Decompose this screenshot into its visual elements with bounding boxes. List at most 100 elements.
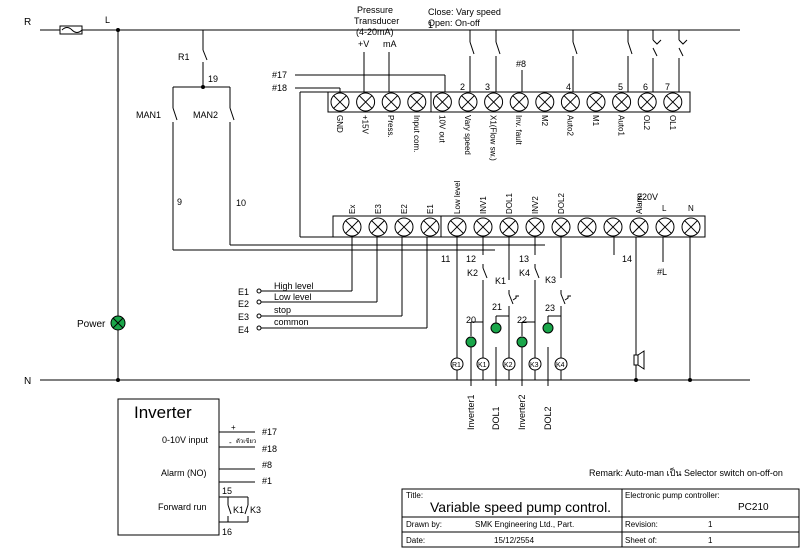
supply-rails: R L 1 N xyxy=(24,15,750,387)
electrode-label-e4: common xyxy=(274,317,309,327)
bottom-terminal-label-1: E3 xyxy=(374,204,383,214)
output-label-3: DOL2 xyxy=(543,406,553,430)
tb-date: 15/12/2554 xyxy=(494,536,535,545)
top-feed-wires: #8 2 3 4 5 6 7 #17 #18 xyxy=(272,30,688,238)
inverter-forward-label: Forward run xyxy=(158,502,207,512)
bottom-terminal-label-12: L xyxy=(662,204,667,213)
tb-drawn-label: Drawn by: xyxy=(406,520,442,529)
top-terminal-label-13: OL1 xyxy=(668,115,677,131)
tb-drawn: SMK Engineering Ltd., Part. xyxy=(475,520,574,529)
mode-note: Close: Vary speed Open: On-off xyxy=(428,7,501,28)
bottom-terminal-label-5: INV1 xyxy=(479,196,488,214)
electrode-tag-e4: E4 xyxy=(238,325,249,335)
wire-7-label: 7 xyxy=(665,82,670,92)
top-terminal-label-0: GND xyxy=(335,115,344,133)
wire-2-label: 2 xyxy=(460,82,465,92)
inverter-k3: K3 xyxy=(250,505,261,515)
wire-9-label: 9 xyxy=(177,197,182,207)
man1-label: MAN1 xyxy=(136,110,161,120)
wire-1-label: 1 xyxy=(428,20,433,30)
wire-14-label: 14 xyxy=(622,254,632,264)
top-terminal-label-4: 10V out xyxy=(437,115,446,143)
transducer-title-3: (4-20mA) xyxy=(356,27,394,37)
top-terminal-label-2: Press. xyxy=(386,115,395,138)
transducer-title-1: Pressure xyxy=(357,5,393,15)
coil-label-0: R1 xyxy=(452,362,461,369)
wire-23-label: 23 xyxy=(545,303,555,313)
inverter-n16: 16 xyxy=(222,527,232,537)
lamp-23-icon xyxy=(542,322,554,334)
top-terminal-label-7: Inv. fault xyxy=(514,115,523,145)
inverter-n15: 15 xyxy=(222,486,232,496)
output-branches: 11 12 K2 K1 21 13 K4 K3 23 20 22 14 xyxy=(441,237,691,430)
lamp-20-icon xyxy=(465,336,477,348)
tb-sheet-label: Sheet of: xyxy=(625,536,657,545)
power-label: Power xyxy=(77,319,106,330)
tb-controller-label: Electronic pump controller: xyxy=(625,491,720,500)
wire-4-label: 4 xyxy=(566,82,571,92)
wire-21-label: 21 xyxy=(492,302,502,312)
transducer-title-2: Transducer xyxy=(354,16,399,26)
inverter-title: Inverter xyxy=(134,403,192,422)
wire-10-label: 10 xyxy=(236,198,246,208)
inverter-box: Inverter 0-10V input Alarm (NO) Forward … xyxy=(117,398,277,537)
tb-revision: 1 xyxy=(708,520,713,529)
fuse-icon xyxy=(59,25,83,35)
contact-k2-label: K2 xyxy=(467,268,478,278)
bottom-header-220v: 220V xyxy=(637,192,658,202)
inverter-input-label: 0-10V input xyxy=(162,435,209,445)
mode-line-2: Open: On-off xyxy=(428,18,480,28)
inverter-alarm-label: Alarm (NO) xyxy=(161,468,207,478)
output-label-1: DOL1 xyxy=(491,406,501,430)
top-terminal-label-12: OL2 xyxy=(642,115,651,131)
bottom-terminal-label-8: DOL2 xyxy=(557,193,566,214)
top-terminal-label-8: M2 xyxy=(540,115,549,127)
rail-r-label: R xyxy=(24,17,31,28)
inverter-minus: - xyxy=(229,438,232,447)
contact-k3-label: K3 xyxy=(545,275,556,285)
inverter-w17: #17 xyxy=(262,427,277,437)
coil-label-3: K3 xyxy=(530,362,539,369)
inverter-w18: #18 xyxy=(262,444,277,454)
output-label-0: Inverter1 xyxy=(466,394,476,430)
wire-11-label: 11 xyxy=(441,254,450,264)
bottom-terminal-label-6: DOL1 xyxy=(505,193,514,214)
tb-revision-label: Revision: xyxy=(625,520,658,529)
electrode-label-e3: stop xyxy=(274,305,291,315)
inverter-k1: K1 xyxy=(233,505,244,515)
top-terminal-label-1: +15V xyxy=(361,115,370,135)
bottom-terminal-label-2: E2 xyxy=(400,204,409,214)
coil-label-2: K2 xyxy=(504,362,513,369)
buzzer-icon xyxy=(633,354,639,366)
wire-12-label: 12 xyxy=(466,254,476,264)
top-terminal-strip: GND +15V Press. Input com. 10V out Vary speed… xyxy=(327,91,691,161)
tb-title-label: Title: xyxy=(406,491,423,500)
inverter-w1: #1 xyxy=(262,476,272,486)
node-19-label: 19 xyxy=(208,74,218,84)
top-terminal-label-10: M1 xyxy=(591,115,600,127)
top-terminal-label-6: X1(Flow sw.) xyxy=(489,115,498,161)
bottom-terminal-label-7: INV2 xyxy=(531,196,540,214)
top-terminal-label-3: Input com. xyxy=(412,115,421,152)
bottom-terminal-label-0: Ex xyxy=(348,205,357,214)
tb-date-label: Date: xyxy=(406,536,425,545)
rail-n-label: N xyxy=(24,376,31,387)
inverter-plus: + xyxy=(231,423,236,432)
man2-label: MAN2 xyxy=(193,110,218,120)
electrode-tag-e1: E1 xyxy=(238,287,249,297)
wire-6-label: 6 xyxy=(643,82,648,92)
wire-l-label: #L xyxy=(657,267,667,277)
wire-13-label: 13 xyxy=(519,254,529,264)
top-terminal-label-5: Vary speed xyxy=(463,115,472,155)
top-terminal-label-11: Auto1 xyxy=(617,115,626,136)
wire-5-label: 5 xyxy=(618,82,623,92)
wire-3-label: 3 xyxy=(485,82,490,92)
relay-r1-branch: R1 19 MAN1 MAN2 9 10 xyxy=(136,30,545,251)
bottom-terminal-label-3: E1 xyxy=(426,204,435,214)
contact-k4-label: K4 xyxy=(519,268,530,278)
coil-label-4: K4 xyxy=(556,362,565,369)
tb-controller: PC210 xyxy=(738,502,769,513)
title-block: Title: Variable speed pump control. Elec… xyxy=(401,488,800,548)
